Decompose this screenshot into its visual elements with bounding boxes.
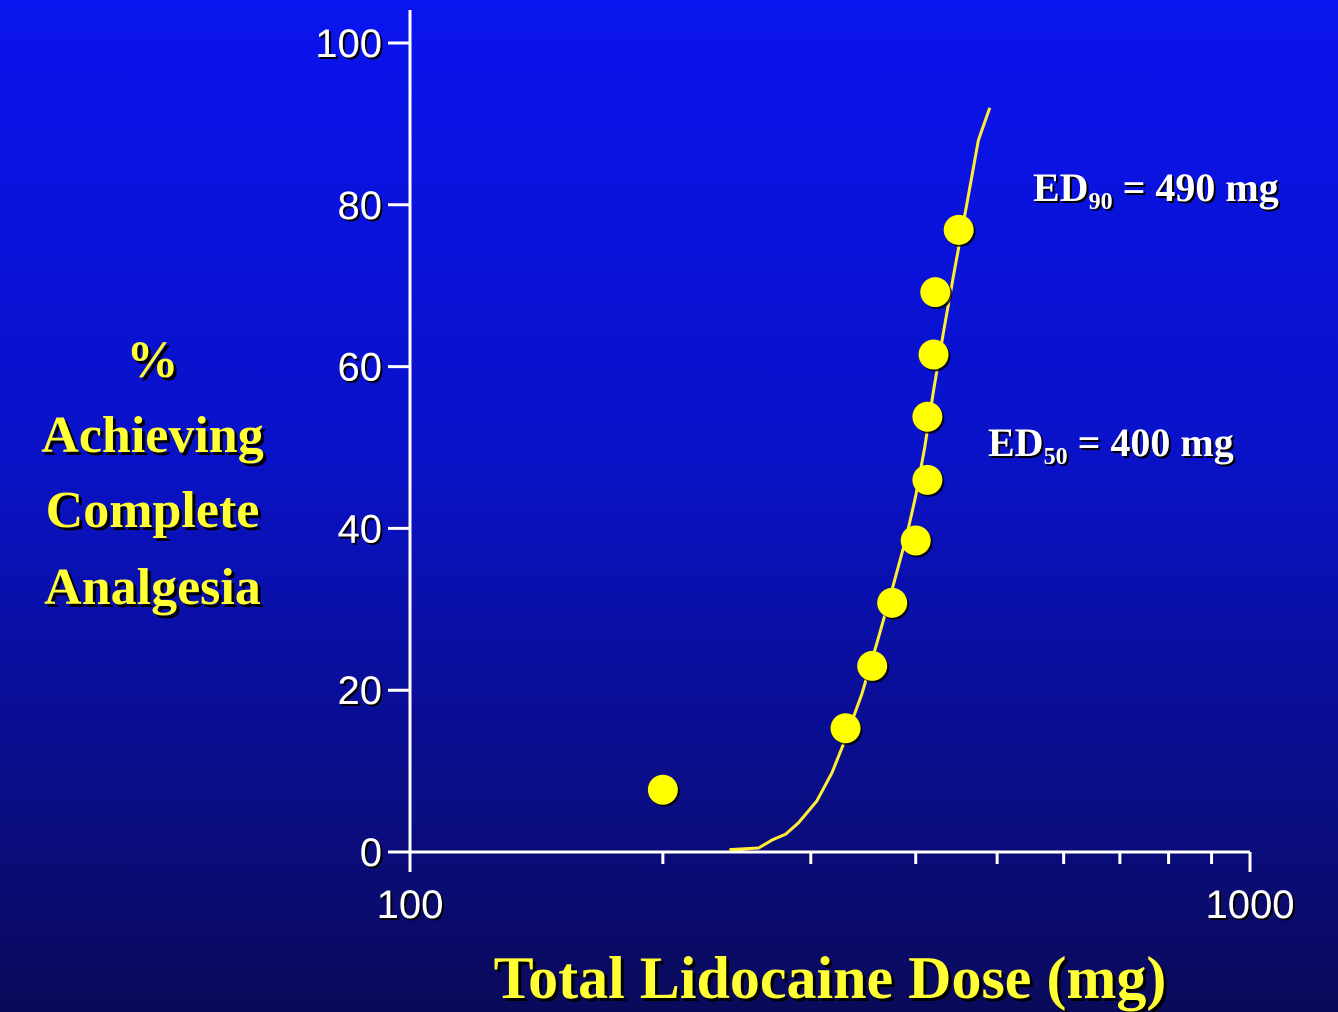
data-point	[912, 464, 943, 495]
data-points	[647, 214, 976, 807]
axes	[408, 10, 1250, 854]
data-point	[920, 277, 951, 308]
data-point	[647, 774, 678, 805]
data-point	[830, 713, 861, 744]
x-axis-title: Total Lidocaine Dose (mg)	[493, 945, 1167, 1011]
data-point	[943, 214, 974, 245]
y-tick-label-20: 20	[338, 669, 383, 713]
y-tick-label-0: 0	[360, 831, 382, 875]
y-tick-label-100: 100	[315, 22, 382, 66]
data-point	[877, 587, 908, 618]
y-axis-title-line-1: %	[126, 332, 179, 389]
data-point	[900, 525, 931, 556]
y-tick-label-80: 80	[338, 184, 383, 228]
x-tick-label-100: 100	[377, 883, 444, 927]
y-tick-label-60: 60	[338, 346, 383, 390]
data-point	[918, 339, 949, 370]
y-tick-label-40: 40	[338, 507, 383, 551]
x-tick-label-1000: 1000	[1206, 883, 1295, 927]
ed90-annotation: ED90 = 490 mg	[1033, 165, 1279, 215]
y-axis-title-line-2: Achieving	[41, 407, 264, 464]
ed50-annotation: ED50 = 400 mg	[988, 420, 1234, 470]
data-point	[912, 401, 943, 432]
y-axis-title-line-4: Analgesia	[44, 559, 261, 616]
y-axis-title-line-3: Complete	[45, 482, 260, 539]
ticks: 0 20 40 60 80 100 100 1000	[315, 22, 1294, 927]
data-point	[857, 650, 888, 681]
